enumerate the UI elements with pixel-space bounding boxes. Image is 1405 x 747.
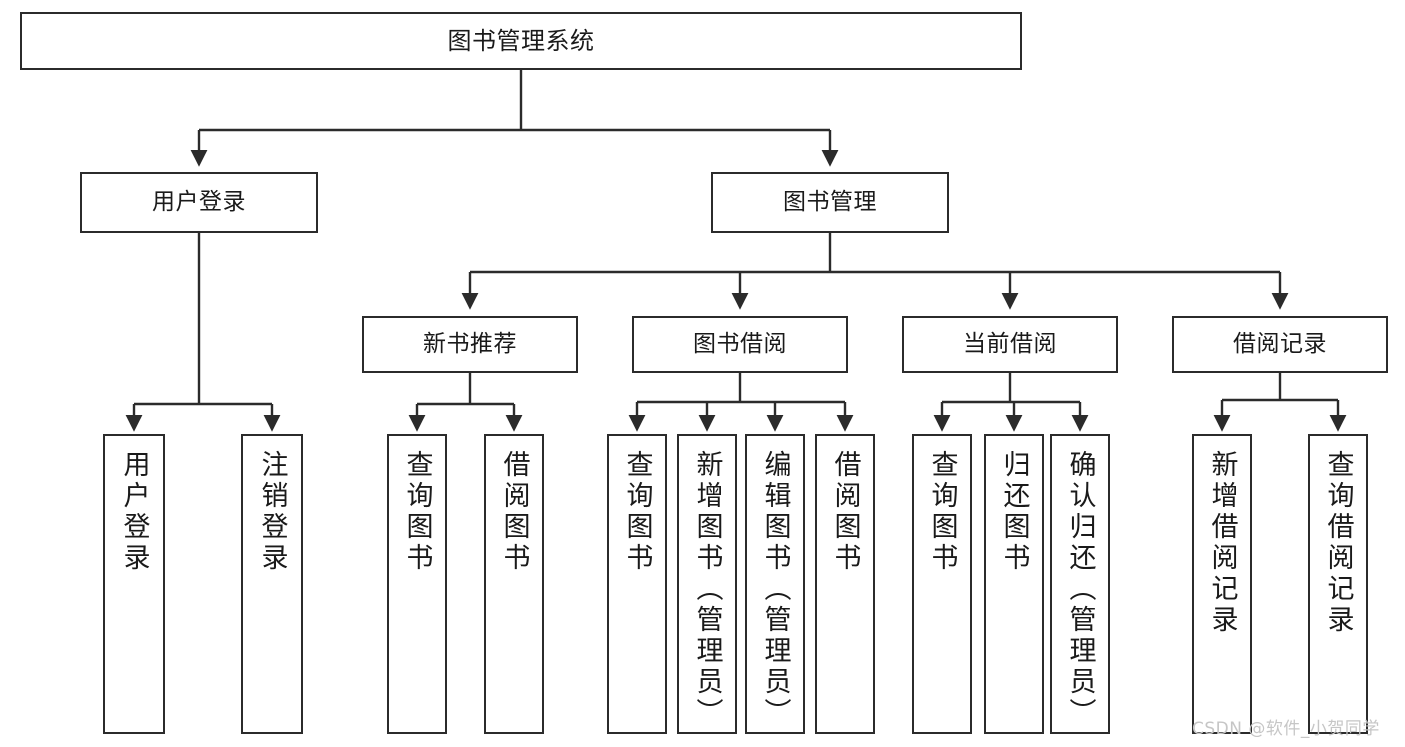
node-label: 查询图书: [926, 450, 958, 574]
node-label: 查询图书: [401, 450, 433, 574]
node-label: 图书管理系统: [447, 26, 595, 55]
node-label: 新增借阅记录: [1206, 450, 1238, 636]
node-label: 图书借阅: [693, 330, 787, 357]
node-label: 新书推荐: [423, 330, 517, 357]
leaf-user-login-logout[interactable]: 注销登录: [241, 434, 303, 734]
leaf-current-borrow-query[interactable]: 查询图书: [912, 434, 972, 734]
leaf-new-book-borrow[interactable]: 借阅图书: [484, 434, 544, 734]
leaf-book-borrow-borrow[interactable]: 借阅图书: [815, 434, 875, 734]
node-book-borrow[interactable]: 图书借阅: [632, 316, 848, 373]
leaf-book-borrow-add[interactable]: 新增图书（管理员）: [677, 434, 737, 734]
node-borrow-record[interactable]: 借阅记录: [1172, 316, 1388, 373]
node-label: 查询图书: [621, 450, 653, 574]
node-label: 编辑图书（管理员）: [759, 450, 791, 729]
leaf-borrow-record-add[interactable]: 新增借阅记录: [1192, 434, 1252, 734]
node-label: 借阅图书: [498, 450, 530, 574]
node-label: 归还图书: [998, 450, 1030, 574]
node-label: 注销登录: [256, 450, 288, 574]
node-book-management[interactable]: 图书管理: [711, 172, 949, 233]
node-root-system[interactable]: 图书管理系统: [20, 12, 1022, 70]
node-new-book-recommend[interactable]: 新书推荐: [362, 316, 578, 373]
leaf-current-borrow-return[interactable]: 归还图书: [984, 434, 1044, 734]
node-label: 图书管理: [783, 188, 877, 215]
leaf-book-borrow-query[interactable]: 查询图书: [607, 434, 667, 734]
node-label: 借阅图书: [829, 450, 861, 574]
leaf-borrow-record-query[interactable]: 查询借阅记录: [1308, 434, 1368, 734]
node-current-borrow[interactable]: 当前借阅: [902, 316, 1118, 373]
node-label: 借阅记录: [1233, 330, 1327, 357]
leaf-new-book-query[interactable]: 查询图书: [387, 434, 447, 734]
node-user-login[interactable]: 用户登录: [80, 172, 318, 233]
leaf-user-login-login[interactable]: 用户登录: [103, 434, 165, 734]
node-label: 新增图书（管理员）: [691, 450, 723, 729]
node-label: 确认归还（管理员）: [1064, 450, 1096, 729]
node-label: 当前借阅: [963, 330, 1057, 357]
leaf-book-borrow-edit[interactable]: 编辑图书（管理员）: [745, 434, 805, 734]
node-label: 用户登录: [152, 188, 246, 215]
node-label: 查询借阅记录: [1322, 450, 1354, 636]
node-label: 用户登录: [118, 450, 150, 574]
csdn-watermark: CSDN @软件_小贺同学: [1192, 719, 1380, 739]
leaf-current-borrow-confirm-return[interactable]: 确认归还（管理员）: [1050, 434, 1110, 734]
